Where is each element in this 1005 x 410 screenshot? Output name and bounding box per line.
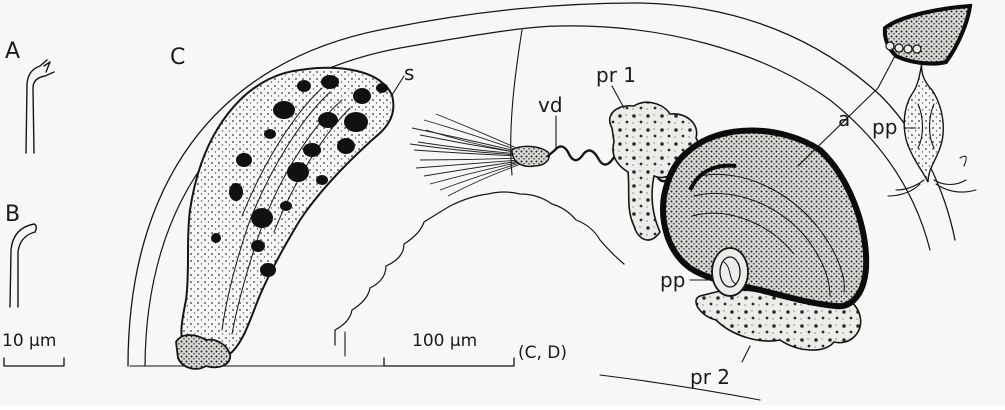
label-s: s — [404, 61, 414, 85]
sperm-bundle — [410, 114, 521, 196]
label-pp-d: pp — [872, 115, 897, 139]
panel-c: C — [128, 3, 955, 400]
scale-bar-large: 100 µm (C, D) — [384, 331, 567, 366]
label-pr2: pr 2 — [690, 365, 730, 389]
testis — [181, 68, 393, 359]
label-a: a — [838, 107, 850, 131]
panel-a: A — [5, 39, 54, 153]
scale-note-large: (C, D) — [518, 343, 567, 363]
label-vd: vd — [538, 93, 563, 117]
panel-b-letter: B — [5, 202, 20, 227]
scale-label-large: 100 µm — [412, 331, 477, 351]
papilla-d — [904, 62, 943, 182]
scale-bar-small: 10 µm — [2, 331, 64, 366]
inner-cavity — [335, 192, 624, 345]
panel-c-letter: C — [170, 45, 185, 70]
panel-b: B — [5, 202, 36, 307]
panel-a-letter: A — [5, 39, 20, 64]
scale-label-small: 10 µm — [2, 331, 56, 351]
panel-d: D a pp — [838, 6, 976, 196]
label-pr1: pr 1 — [596, 63, 636, 87]
label-pp-c: pp — [660, 268, 685, 292]
